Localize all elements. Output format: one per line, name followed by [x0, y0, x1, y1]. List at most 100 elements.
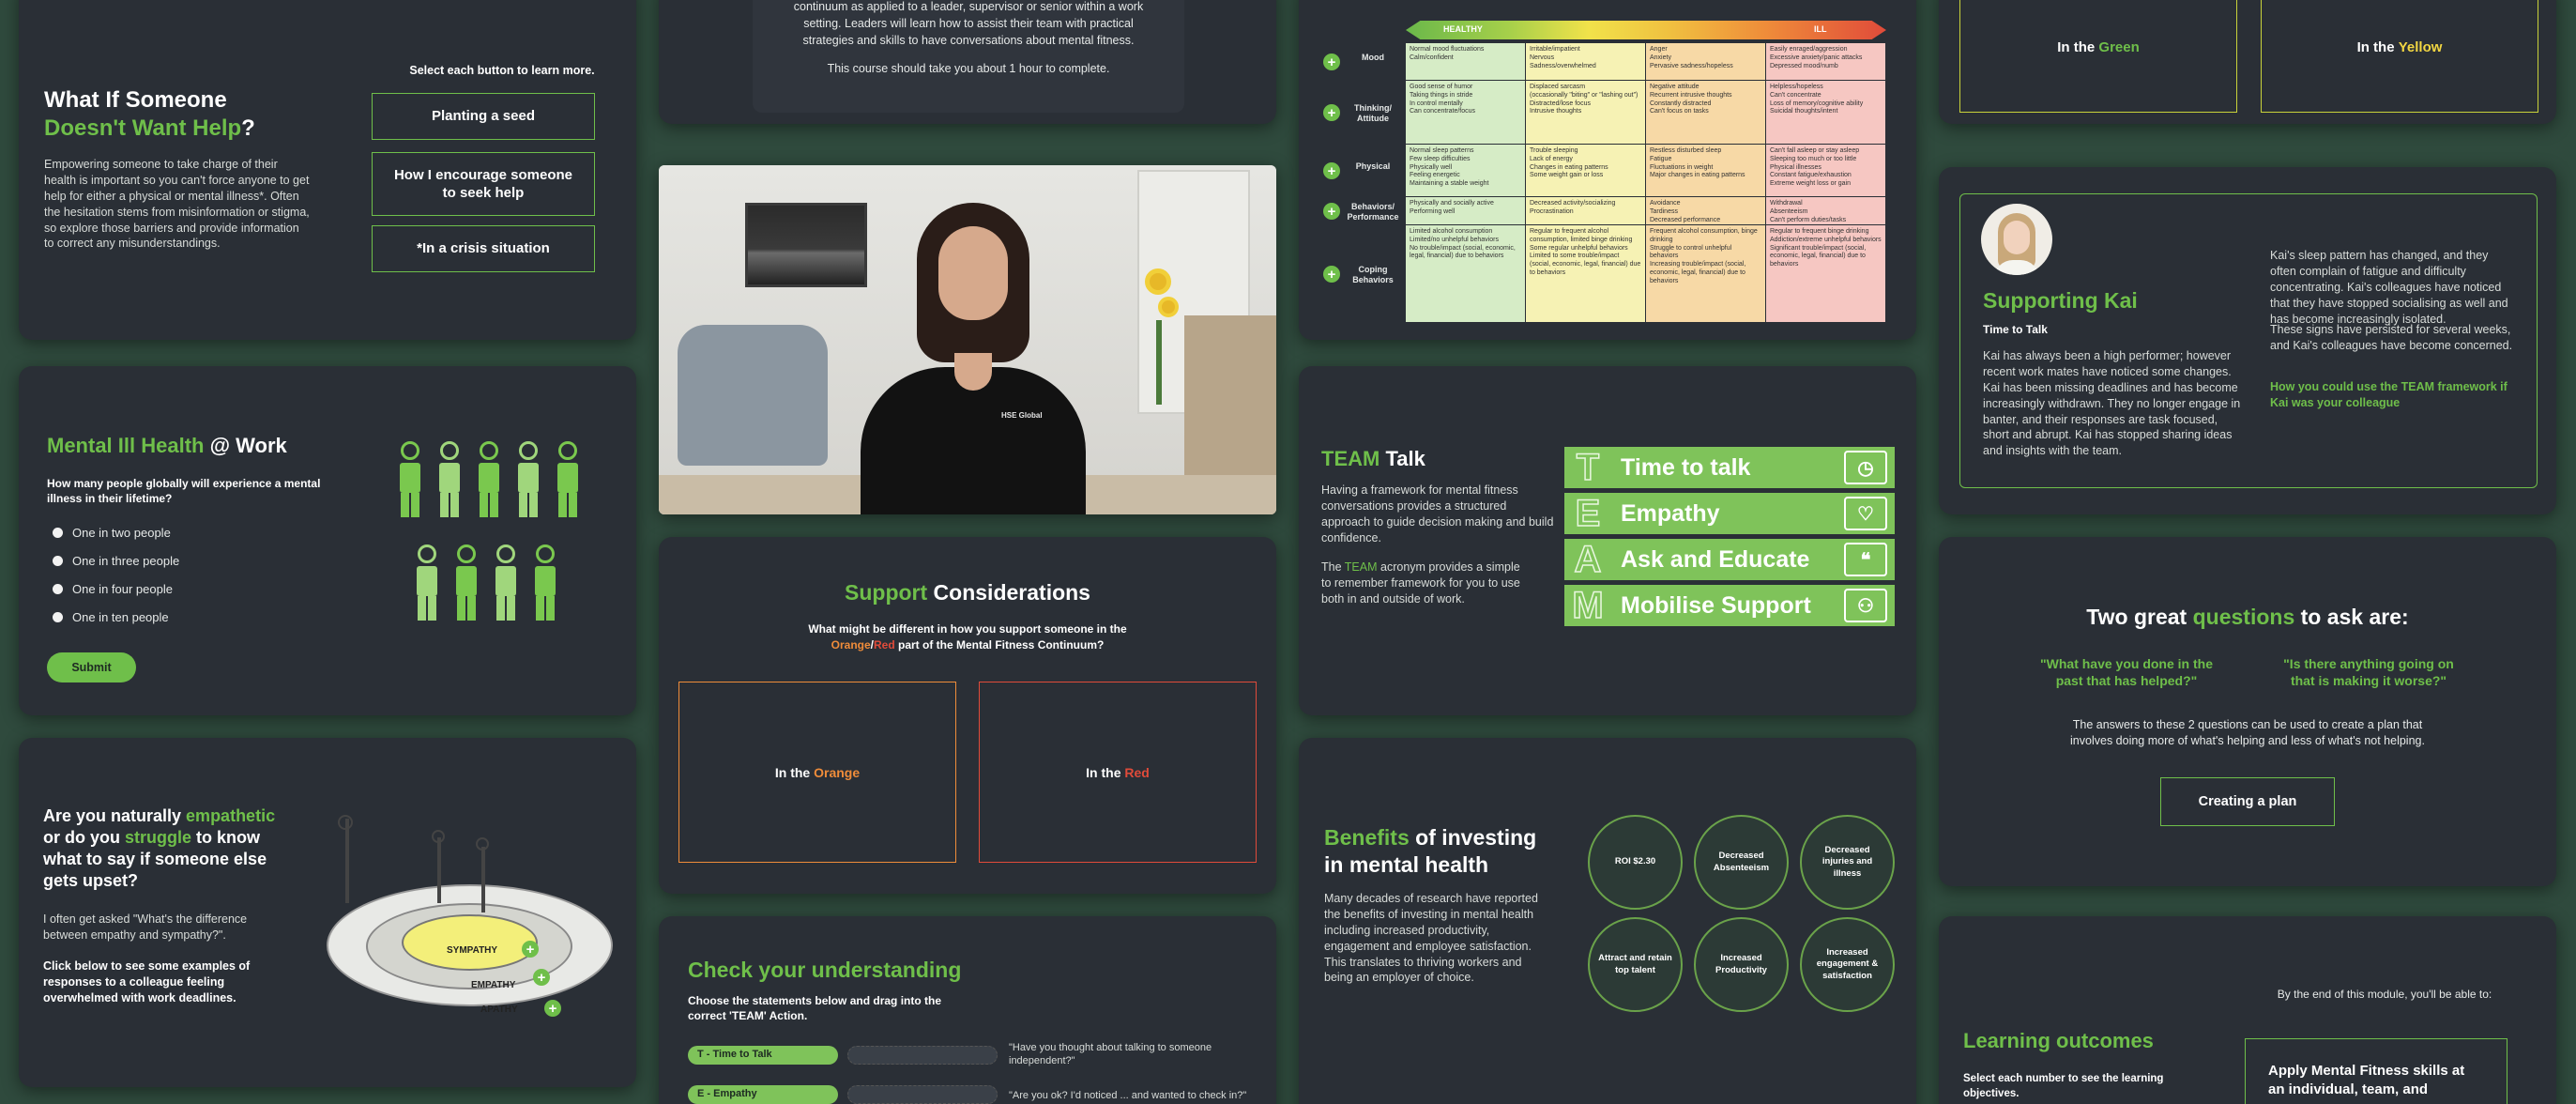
card-title: Support Considerations [845, 580, 1090, 605]
card-mental-ill-health: Mental Ill Health @ Work How many people… [19, 366, 636, 715]
empathy-label: EMPATHY [471, 980, 516, 990]
matrix-cell: Easily enraged/aggression Excessive anxi… [1766, 43, 1885, 80]
benefits-body: Many decades of research have reported t… [1324, 892, 1538, 985]
team-letter: A [1574, 538, 1602, 581]
green-box[interactable]: In the Green [1959, 0, 2237, 113]
option-one-in-two[interactable]: One in two people [53, 526, 179, 540]
team-label: Time to talk [1621, 453, 1751, 481]
card-title: TEAM Talk [1321, 447, 1425, 470]
card-title: Mental Ill Health @ Work [47, 434, 287, 457]
people-icon: ⚇ [1844, 589, 1887, 622]
card-two-questions: Two great questions to ask are: "What ha… [1939, 537, 2556, 886]
outcome-box[interactable]: Apply Mental Fitness skills at an indivi… [2245, 1038, 2507, 1104]
empathy-plus-icon[interactable]: + [533, 969, 550, 986]
card-continuum-matrix: HEALTHY ILL Normal mood fluctuations Cal… [1299, 0, 1916, 340]
option-one-in-four[interactable]: One in four people [53, 582, 179, 596]
person-icon [490, 544, 522, 621]
kai-cta-link[interactable]: How you could use the TEAM framework if … [2270, 380, 2507, 409]
matrix-cell: Displaced sarcasm (occasionally "biting"… [1526, 81, 1645, 144]
planting-seed-button[interactable]: Planting a seed [372, 93, 595, 140]
matrix-cell: Decreased activity/socializing Procrasti… [1526, 197, 1645, 224]
chat-icon: ❝ [1844, 543, 1887, 576]
empathy-para-2: Click below to see some examples of resp… [43, 959, 251, 1004]
outcomes-instruction: Select each number to see the learning o… [1963, 1073, 2164, 1099]
statement-1[interactable]: "Have you thought about talking to someo… [1009, 1042, 1212, 1067]
expand-plus-icon[interactable]: + [1323, 54, 1340, 70]
kai-title: Supporting Kai [1983, 288, 2138, 313]
radio-button[interactable] [53, 528, 63, 538]
sympathy-plus-icon[interactable]: + [522, 941, 539, 958]
person-icon [512, 441, 544, 517]
orange-box[interactable]: In the Orange [678, 682, 956, 863]
encourage-help-button[interactable]: How I encourage someone to seek help [372, 152, 595, 216]
card-title: Two great questions to ask are: [2086, 605, 2409, 629]
intro-panel: continuum as applied to a leader, superv… [753, 0, 1184, 113]
option-one-in-three[interactable]: One in three people [53, 554, 179, 568]
team-label: Empathy [1621, 499, 1720, 527]
heart-hand-icon: ♡ [1844, 497, 1887, 530]
red-box[interactable]: In the Red [979, 682, 1257, 863]
benefit-circle[interactable]: Increased engagement & satisfaction [1800, 917, 1895, 1012]
benefit-circle[interactable]: Decreased injuries and illness [1800, 815, 1895, 910]
video-player[interactable]: HSE Global [659, 165, 1276, 514]
creating-plan-button[interactable]: Creating a plan [2160, 777, 2335, 826]
kai-subtitle: Time to Talk [1983, 323, 2048, 336]
apathy-label: APATHY [480, 1004, 518, 1015]
benefit-circle[interactable]: Decreased Absenteeism [1694, 815, 1789, 910]
expand-plus-icon[interactable]: + [1323, 162, 1340, 179]
kai-panel: Supporting Kai Time to Talk Kai has alwa… [1959, 193, 2538, 488]
crisis-situation-button[interactable]: *In a crisis situation [372, 225, 595, 272]
sympathy-label: SYMPATHY [447, 945, 498, 956]
clock-icon: ◷ [1844, 451, 1887, 484]
submit-button[interactable]: Submit [47, 652, 136, 682]
drop-slot[interactable] [847, 1085, 998, 1104]
matrix-cell: Good sense of humor Taking things in str… [1406, 81, 1525, 144]
yellow-box[interactable]: In the Yellow [2261, 0, 2538, 113]
person-icon [434, 441, 465, 517]
matrix-cell: Irritable/impatient Nervous Sadness/over… [1526, 43, 1645, 80]
drag-label-time-to-talk[interactable]: T - Time to Talk [688, 1046, 838, 1065]
radio-button[interactable] [53, 584, 63, 594]
team-letter: E [1575, 492, 1601, 535]
expand-plus-icon[interactable]: + [1323, 266, 1340, 283]
support-question: What might be different in how you suppo… [808, 622, 1127, 652]
drop-slot[interactable] [847, 1046, 998, 1065]
benefit-circle[interactable]: Attract and retain top talent [1588, 917, 1683, 1012]
video-chair [678, 325, 828, 466]
team-para-2: The TEAM acronym provides a simple to re… [1321, 560, 1520, 606]
team-row-e[interactable]: E Empathy ♡ [1564, 492, 1895, 535]
card-title: Benefits of investing in mental health [1324, 825, 1537, 878]
statement-2[interactable]: "Are you ok? I'd noticed ... and wanted … [1009, 1090, 1247, 1101]
benefit-circle[interactable]: ROI $2.30 [1588, 815, 1683, 910]
drag-label-empathy[interactable]: E - Empathy [688, 1085, 838, 1104]
instruction: Select each button to learn more. [409, 64, 595, 77]
video-presenter: HSE Global [861, 203, 1086, 514]
empathy-illustration: SYMPATHY EMPATHY APATHY + + + [327, 815, 617, 1017]
person-icon [450, 544, 482, 621]
apathy-plus-icon[interactable]: + [544, 1000, 561, 1017]
kai-para-right-2: These signs have persisted for several w… [2270, 323, 2513, 352]
expand-plus-icon[interactable]: + [1323, 203, 1340, 220]
questions-note: The answers to these 2 questions can be … [2070, 718, 2425, 747]
team-row-a[interactable]: A Ask and Educate ❝ [1564, 538, 1895, 581]
card-title: Learning outcomes [1963, 1029, 2154, 1052]
radio-button[interactable] [53, 612, 63, 622]
quiz-options: One in two people One in three people On… [53, 526, 179, 638]
video-flowers [1137, 268, 1184, 409]
radio-button[interactable] [53, 556, 63, 566]
video-badge: HSE Global [1001, 411, 1043, 420]
matrix-cell: Limited alcohol consumption Limited/no u… [1406, 225, 1525, 322]
matrix-row-label: Physical [1355, 161, 1391, 171]
option-one-in-ten[interactable]: One in ten people [53, 610, 179, 624]
empathy-para-1: I often get asked "What's the difference… [43, 912, 248, 942]
team-para-1: Having a framework for mental fitness co… [1321, 483, 1554, 544]
expand-plus-icon[interactable]: + [1323, 104, 1340, 121]
team-label: Ask and Educate [1621, 545, 1810, 573]
page-title: What If Someone Doesn't Want Help? [44, 87, 255, 141]
card-empathy: Are you naturally empathetic or do you s… [19, 738, 636, 1087]
team-label: Mobilise Support [1621, 591, 1811, 619]
benefit-circle[interactable]: Increased Productivity [1694, 917, 1789, 1012]
